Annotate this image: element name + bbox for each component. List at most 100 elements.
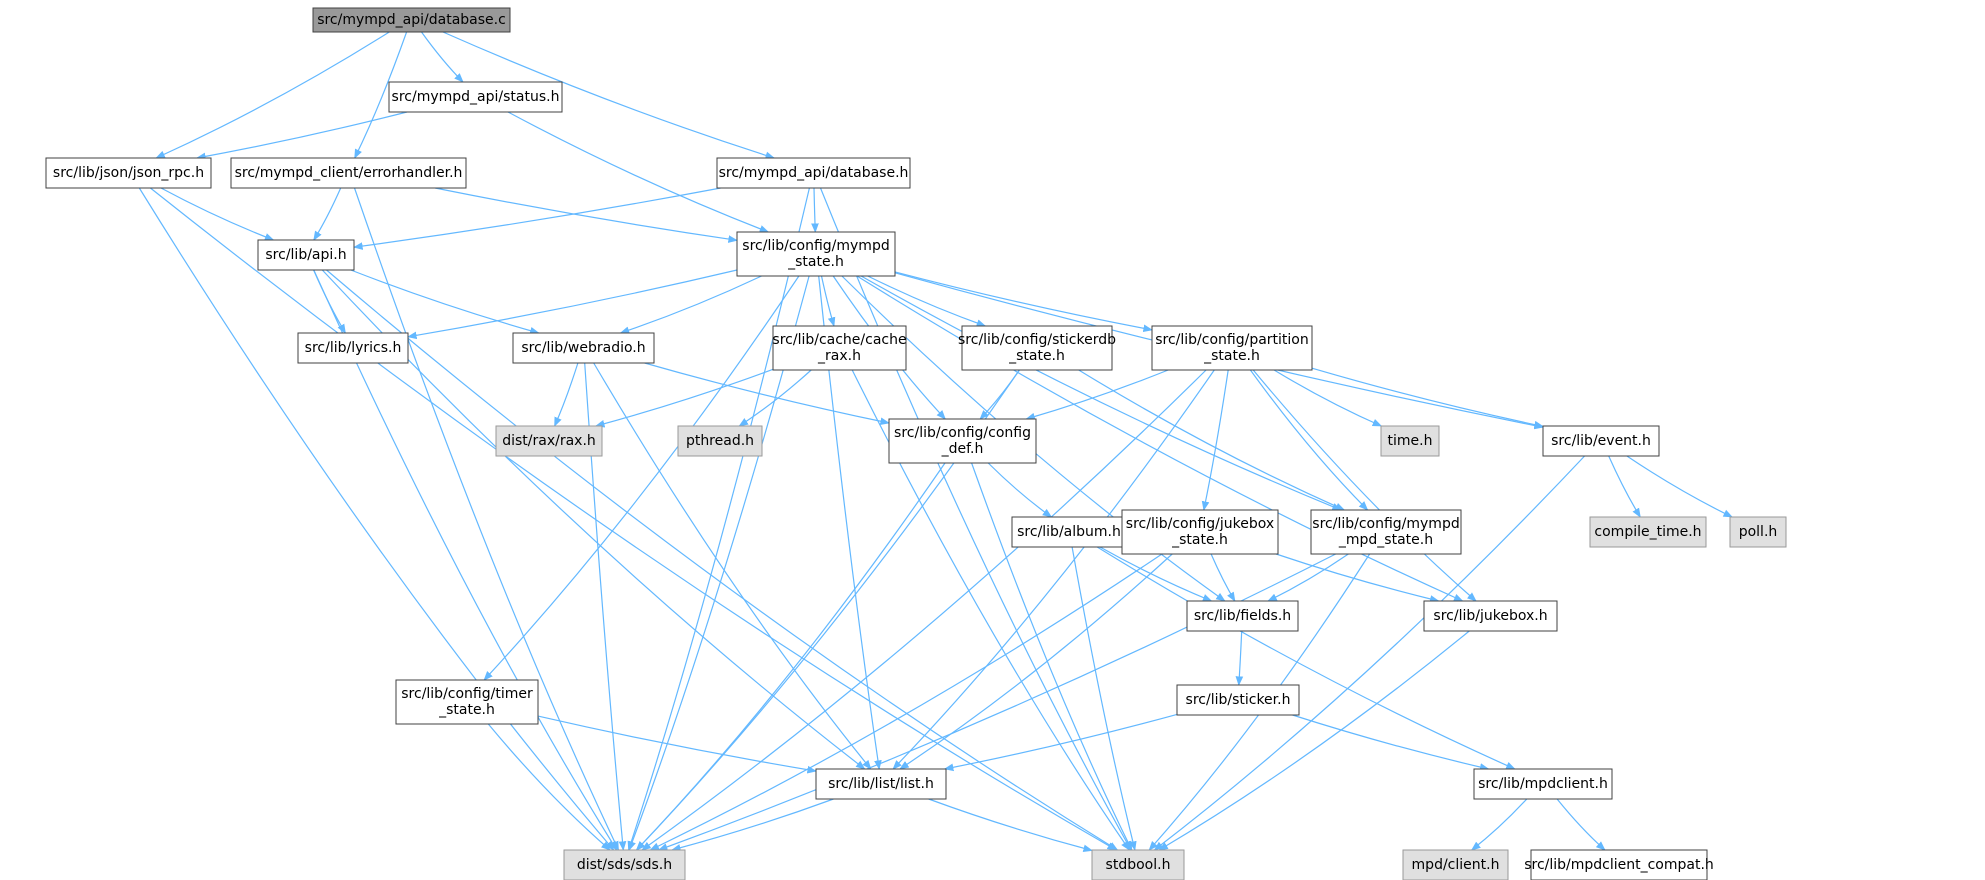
edge-partition-to-config_def bbox=[1025, 369, 1169, 421]
edge-event-to-poll bbox=[1626, 455, 1733, 518]
node-label: dist/sds/sds.h bbox=[577, 857, 672, 873]
node-label: src/lib/fields.h bbox=[1194, 608, 1291, 624]
edge-errorhandler-to-mympd_state bbox=[434, 187, 738, 243]
edge-mympd_state-to-stickerdb bbox=[867, 275, 987, 327]
edge-list-to-sds bbox=[671, 798, 834, 852]
node-json-rpc[interactable]: src/lib/json/json_rpc.h bbox=[45, 157, 212, 189]
node-sds: dist/sds/sds.h bbox=[563, 849, 686, 880]
node-label: src/mympd_api/database.h bbox=[719, 165, 909, 181]
edge-database_h-to-stdbool bbox=[819, 187, 1132, 851]
edge-status-to-json_rpc bbox=[196, 111, 408, 161]
node-stdbool: stdbool.h bbox=[1091, 849, 1185, 880]
node-label: src/lib/config/jukebox bbox=[1126, 516, 1274, 532]
edge-json_rpc-to-api bbox=[160, 187, 275, 241]
node-label: src/mympd_client/errorhandler.h bbox=[235, 165, 463, 181]
edge-jukebox-to-stdbool bbox=[1158, 630, 1470, 851]
edge-album-to-mpdclient bbox=[1096, 546, 1516, 770]
node-mpdclient[interactable]: src/lib/mpdclient.h bbox=[1473, 768, 1613, 800]
edge-timer_state-to-list bbox=[537, 715, 817, 774]
node-label: time.h bbox=[1388, 433, 1433, 449]
node-lyrics[interactable]: src/lib/lyrics.h bbox=[297, 332, 409, 364]
node-label: src/lib/config/mympd bbox=[1312, 516, 1459, 532]
node-sticker[interactable]: src/lib/sticker.h bbox=[1176, 684, 1300, 716]
edge-event-to-compile_time bbox=[1608, 455, 1641, 518]
node-compat[interactable]: src/lib/mpdclient_compat.h bbox=[1524, 849, 1714, 880]
node-label: src/lib/config/timer bbox=[401, 686, 533, 702]
node-poll: poll.h bbox=[1729, 516, 1787, 548]
node-label: _state.h bbox=[1171, 532, 1228, 548]
node-label: src/lib/event.h bbox=[1551, 433, 1651, 449]
edge-api-to-webradio bbox=[350, 269, 540, 335]
edge-json_rpc-to-sds bbox=[138, 187, 615, 851]
node-webradio[interactable]: src/lib/webradio.h bbox=[512, 332, 655, 364]
node-label: src/mympd_api/status.h bbox=[392, 89, 560, 105]
edge-cache_rax-to-rax bbox=[594, 368, 774, 428]
node-config-def[interactable]: src/lib/config/config_def.h bbox=[888, 418, 1037, 464]
node-album[interactable]: src/lib/album.h bbox=[1011, 516, 1127, 548]
node-label: src/lib/album.h bbox=[1017, 524, 1121, 540]
edge-mympd_state-to-mpd_state bbox=[860, 275, 1342, 511]
node-label: src/lib/api.h bbox=[265, 247, 346, 263]
edge-api-to-stdbool bbox=[326, 269, 1119, 851]
node-label: _state.h bbox=[1203, 348, 1260, 364]
node-partition[interactable]: src/lib/config/partition_state.h bbox=[1151, 325, 1313, 371]
node-jukebox-state[interactable]: src/lib/config/jukebox_state.h bbox=[1121, 509, 1279, 555]
edge-partition-to-time bbox=[1273, 369, 1383, 427]
node-cache-rax[interactable]: src/lib/cache/cache_rax.h bbox=[772, 325, 907, 371]
node-rax: dist/rax/rax.h bbox=[495, 425, 603, 457]
edge-root-to-status bbox=[421, 31, 464, 83]
node-label: _state.h bbox=[438, 702, 495, 718]
node-label: src/lib/webradio.h bbox=[521, 340, 645, 356]
edge-status-to-mympd_state bbox=[507, 111, 770, 233]
edge-webradio-to-rax bbox=[554, 362, 579, 427]
node-label: src/lib/cache/cache bbox=[772, 332, 906, 348]
node-mympd-state[interactable]: src/lib/config/mympd_state.h bbox=[736, 231, 896, 277]
node-mpd-state[interactable]: src/lib/config/mympd_mpd_state.h bbox=[1310, 509, 1462, 555]
node-label: src/lib/mpdclient_compat.h bbox=[1524, 857, 1714, 873]
edge-cache_rax-to-pthread bbox=[738, 369, 812, 427]
node-label: compile_time.h bbox=[1594, 524, 1701, 540]
node-label: _state.h bbox=[787, 254, 844, 270]
node-status[interactable]: src/mympd_api/status.h bbox=[388, 81, 563, 113]
edge-root-to-json_rpc bbox=[155, 31, 390, 159]
edge-partition-to-list bbox=[892, 369, 1215, 770]
node-label: src/mympd_api/database.c bbox=[317, 12, 506, 28]
edges-layer bbox=[138, 31, 1733, 853]
edge-list-to-stdbool bbox=[928, 798, 1093, 853]
node-label: src/lib/config/config bbox=[894, 425, 1031, 441]
node-timer-state[interactable]: src/lib/config/timer_state.h bbox=[395, 679, 539, 725]
edge-webradio-to-list bbox=[593, 362, 872, 770]
edge-jukebox_state-to-list bbox=[899, 553, 1173, 770]
edge-database_h-to-sds bbox=[627, 187, 810, 851]
node-api[interactable]: src/lib/api.h bbox=[257, 239, 355, 271]
edge-webradio-to-config_def bbox=[644, 362, 890, 426]
edge-database_h-to-mympd_state bbox=[811, 187, 819, 233]
edge-sticker-to-mpdclient bbox=[1292, 714, 1490, 771]
node-label: _mpd_state.h bbox=[1338, 532, 1433, 548]
node-root: src/mympd_api/database.c bbox=[312, 7, 511, 33]
edge-jukebox_state-to-sds bbox=[649, 553, 1163, 851]
node-label: src/lib/lyrics.h bbox=[305, 340, 402, 356]
node-stickerdb[interactable]: src/lib/config/stickerdb_state.h bbox=[958, 325, 1116, 371]
edge-jukebox_state-to-jukebox bbox=[1275, 553, 1440, 603]
edge-root-to-database_h bbox=[442, 31, 776, 160]
edge-config_def-to-album bbox=[987, 462, 1053, 518]
edge-json_rpc-to-stdbool bbox=[150, 187, 1117, 851]
node-label: src/lib/mpdclient.h bbox=[1478, 776, 1608, 792]
node-jukebox[interactable]: src/lib/jukebox.h bbox=[1423, 600, 1558, 632]
edge-mympd_state-to-cache_rax bbox=[820, 275, 836, 327]
node-database-h[interactable]: src/mympd_api/database.h bbox=[716, 157, 911, 189]
node-label: _rax.h bbox=[817, 348, 861, 364]
node-label: _state.h bbox=[1008, 348, 1065, 364]
edge-config_def-to-stdbool bbox=[971, 462, 1133, 851]
node-fields[interactable]: src/lib/fields.h bbox=[1186, 600, 1299, 632]
node-label: mpd/client.h bbox=[1412, 857, 1500, 873]
node-errorhandler[interactable]: src/mympd_client/errorhandler.h bbox=[230, 157, 467, 189]
node-label: src/lib/config/partition bbox=[1155, 332, 1309, 348]
node-event[interactable]: src/lib/event.h bbox=[1542, 425, 1660, 457]
edge-event-to-stdbool bbox=[1153, 455, 1586, 851]
edge-album-to-fields bbox=[1099, 546, 1213, 602]
node-time: time.h bbox=[1380, 425, 1440, 457]
node-list[interactable]: src/lib/list/list.h bbox=[815, 768, 947, 800]
